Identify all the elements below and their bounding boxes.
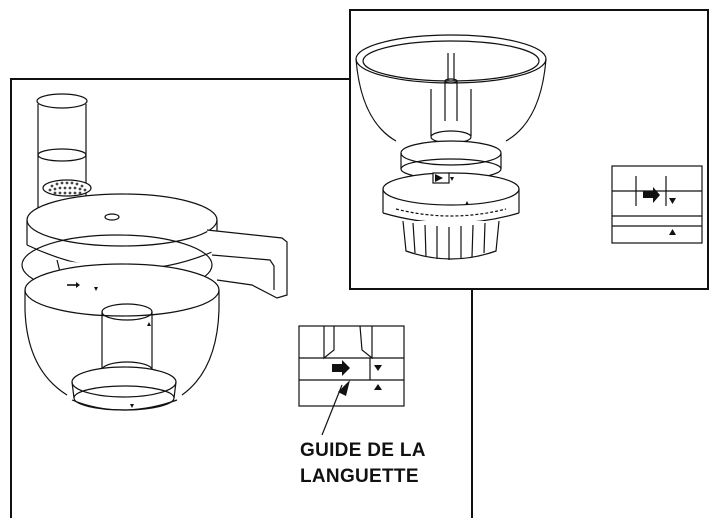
lid-top [26, 193, 218, 247]
grate-holes [48, 181, 87, 195]
callout-label: GUIDE DE LA LANGUETTE [300, 438, 426, 490]
pusher-top [36, 93, 88, 109]
arrow-right-icon [76, 282, 80, 288]
pusher-ring [37, 148, 87, 162]
triangle-up-icon [465, 201, 469, 205]
triangle-down-icon [669, 198, 676, 204]
callout-line-2: LANGUETTE [300, 466, 419, 487]
triangle-up-icon [669, 229, 676, 235]
triangle-down-icon [94, 287, 98, 291]
arrow-right-icon [332, 360, 350, 376]
ribbed-foot [402, 220, 500, 260]
triangle-up-icon [374, 384, 382, 390]
triangle-down-icon [374, 365, 382, 371]
lid-handle [206, 229, 288, 299]
bowl-rim [24, 263, 220, 317]
bowl-body [24, 309, 220, 396]
right-detail-panel [349, 9, 709, 290]
lid-knob [104, 213, 120, 221]
bowl-top-rim [355, 34, 547, 84]
triangle-down-icon [450, 177, 454, 181]
callout-leader-line [321, 384, 343, 436]
zoom-detail-box-right [611, 165, 703, 244]
triangle-down-icon [130, 404, 134, 408]
food-processor-drawing [21, 93, 405, 436]
bowl-drive-drawing [355, 34, 703, 260]
bowl-wall [355, 58, 547, 142]
callout-arrowhead [338, 380, 350, 396]
arrow-right-icon [643, 187, 660, 203]
zoom-detail-box-left [298, 325, 405, 407]
callout-line-1: GUIDE DE LA [300, 440, 426, 461]
triangle-up-icon [147, 322, 151, 326]
bowl-base [71, 366, 177, 398]
arrow-right-icon [435, 174, 443, 182]
